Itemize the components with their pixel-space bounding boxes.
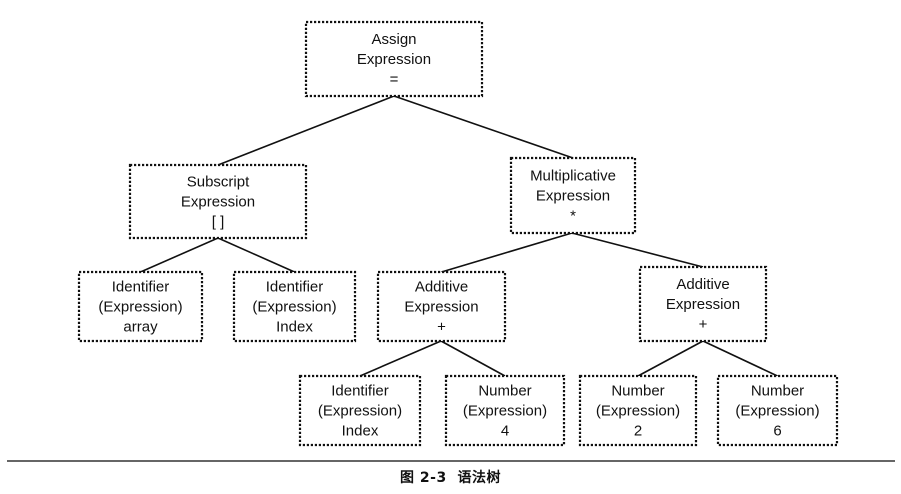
node-label-line: Identifier: [112, 279, 170, 296]
node-label-line: Expression: [357, 51, 431, 68]
node-label-line: 2: [634, 423, 642, 440]
node-identifier-index-2: Identifier (Expression) Index: [298, 374, 422, 447]
node-label-line: Additive: [415, 279, 468, 296]
node-label-line: (Expression): [318, 403, 402, 420]
node-label-line: (Expression): [463, 403, 547, 420]
node-label-line: (Expression): [252, 299, 336, 316]
node-label-line: array: [123, 319, 158, 336]
node-box: [638, 265, 768, 343]
node-label-line: Identifier: [331, 383, 389, 400]
edge-subscript-to-identifier-index-1: [217, 237, 295, 273]
node-identifier-array: Identifier (Expression) array: [77, 270, 204, 343]
node-label-line: Assign: [371, 31, 416, 48]
node-box: [716, 374, 839, 447]
edge-assign-to-multiplicative: [393, 95, 574, 159]
node-label-line: (Expression): [98, 299, 182, 316]
node-label-line: (Expression): [735, 403, 819, 420]
node-box: [578, 374, 698, 447]
node-box: [298, 374, 422, 447]
node-number-4: Number (Expression) 4: [444, 374, 566, 447]
figure-caption: 图 2-3 语法树: [400, 470, 501, 486]
edge-multiplicative-to-additive-right: [571, 232, 704, 268]
edge-multiplicative-to-additive-left: [441, 232, 573, 273]
node-label-line: Expression: [404, 299, 478, 316]
node-label-line: +: [437, 319, 446, 336]
node-label-line: Expression: [181, 194, 255, 211]
node-box: [77, 270, 204, 343]
edge-assign-to-subscript: [217, 95, 395, 166]
node-label-line: Number: [611, 383, 664, 400]
node-label-line: 6: [773, 423, 781, 440]
node-box: [444, 374, 566, 447]
node-label-line: Identifier: [266, 279, 324, 296]
node-box: [376, 270, 507, 343]
node-label-line: Number: [478, 383, 531, 400]
node-box: [304, 20, 484, 98]
node-label-line: Additive: [676, 276, 729, 293]
node-label-line: Index: [342, 423, 379, 440]
edge-additive-left-to-number-4: [440, 340, 506, 377]
node-label-line: Multiplicative: [530, 168, 616, 185]
edge-additive-right-to-number-6: [702, 340, 778, 377]
edge-additive-left-to-identifier-index-2: [359, 340, 442, 377]
node-label-line: +: [699, 316, 708, 333]
node-label-line: 4: [501, 423, 509, 440]
node-number-6: Number (Expression) 6: [716, 374, 839, 447]
node-identifier-index-1: Identifier (Expression) Index: [232, 270, 357, 343]
node-label-line: Expression: [536, 188, 610, 205]
edge-additive-right-to-number-2: [637, 340, 704, 377]
node-label-line: Number: [751, 383, 804, 400]
node-label-line: Subscript: [187, 174, 250, 191]
node-label-line: [ ]: [212, 214, 225, 231]
node-box: [128, 163, 308, 240]
node-number-2: Number (Expression) 2: [578, 374, 698, 447]
tree-edges: [140, 95, 778, 377]
node-label-line: (Expression): [596, 403, 680, 420]
node-label-line: *: [570, 208, 576, 225]
edge-subscript-to-identifier-array: [140, 237, 219, 273]
node-box: [509, 156, 637, 235]
node-box: [232, 270, 357, 343]
node-label-line: =: [390, 71, 399, 88]
node-label-line: Index: [276, 319, 313, 336]
node-label-line: Expression: [666, 296, 740, 313]
